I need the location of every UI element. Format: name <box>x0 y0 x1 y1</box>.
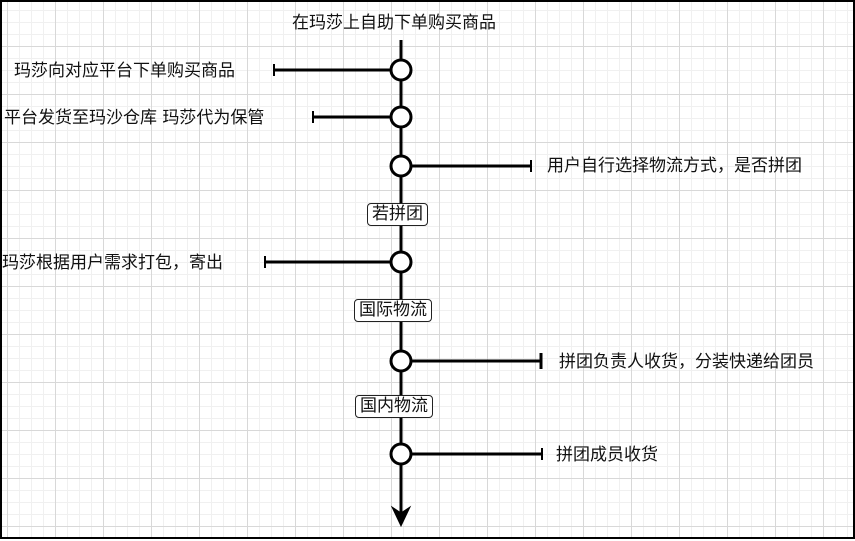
step-label-s4: 玛莎根据用户需求打包，寄出 <box>2 253 223 273</box>
step-label-s5: 拼团负责人收货，分装快递给团员 <box>559 352 814 372</box>
node-s4[interactable] <box>389 250 413 274</box>
tag-international-shipping[interactable]: 国际物流 <box>354 299 432 322</box>
node-s2[interactable] <box>389 105 413 129</box>
step-label-s1: 玛莎向对应平台下单购买商品 <box>14 61 235 81</box>
tag-group-buy[interactable]: 若拼团 <box>367 203 428 226</box>
step-label-s2: 平台发货至玛沙仓库 玛莎代为保管 <box>4 108 265 128</box>
node-s5[interactable] <box>389 349 413 373</box>
arrow-down-icon <box>390 505 412 528</box>
node-s3[interactable] <box>389 154 413 178</box>
node-s6[interactable] <box>389 442 413 466</box>
diagram-title: 在玛莎上自助下单购买商品 <box>292 13 496 33</box>
step-label-s6: 拼团成员收货 <box>556 445 658 465</box>
node-s1[interactable] <box>389 58 413 82</box>
step-label-s3: 用户自行选择物流方式，是否拼团 <box>547 156 802 176</box>
tag-domestic-shipping[interactable]: 国内物流 <box>355 395 433 418</box>
